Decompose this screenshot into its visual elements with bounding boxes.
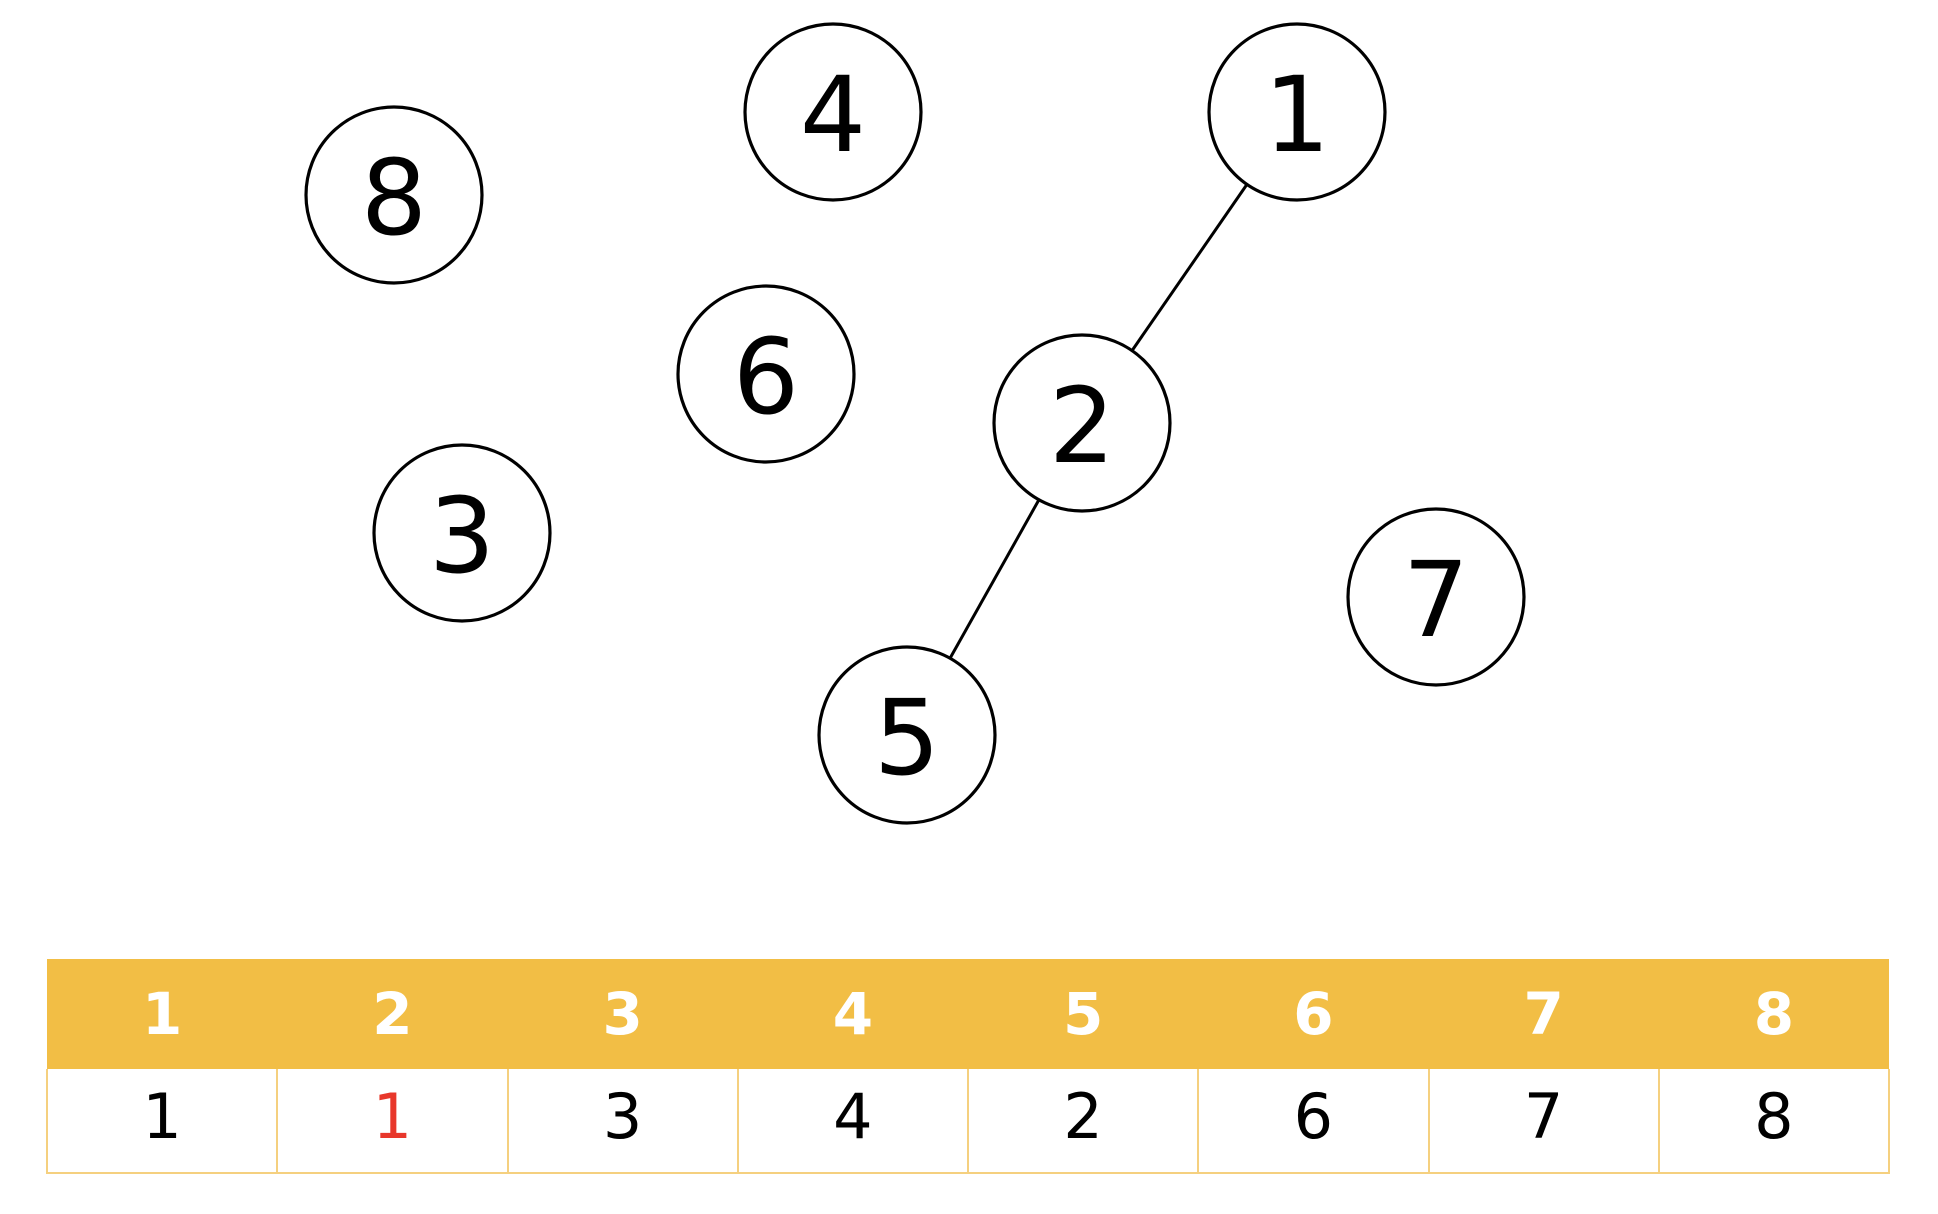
graph-node-4[interactable]: 4 <box>743 22 923 202</box>
node-label-5: 5 <box>874 677 940 799</box>
node-label-8: 8 <box>361 137 427 259</box>
node-circle-8[interactable] <box>304 105 484 285</box>
array-index-header-8: 8 <box>1658 959 1889 1069</box>
graph-svg: 1 2 3 4 5 6 7 8 <box>304 22 1526 825</box>
node-circle-1[interactable] <box>1207 22 1387 202</box>
graph-node-2[interactable]: 2 <box>992 333 1172 513</box>
array-index-header-5: 5 <box>968 959 1199 1069</box>
node-label-2: 2 <box>1049 365 1115 487</box>
array-cell-7[interactable]: 7 <box>1427 1069 1660 1174</box>
node-circle-4[interactable] <box>743 22 923 202</box>
node-circle-3[interactable] <box>372 443 552 623</box>
graph-node-1[interactable]: 1 <box>1207 22 1387 202</box>
array-cell-4[interactable]: 4 <box>736 1069 970 1174</box>
graph-node-5[interactable]: 5 <box>817 645 997 825</box>
node-circle-5[interactable] <box>817 645 997 825</box>
graph-node-6[interactable]: 6 <box>676 284 856 464</box>
graph-node-7[interactable]: 7 <box>1346 507 1526 687</box>
graph-node-3[interactable]: 3 <box>372 443 552 623</box>
graph-node-8[interactable]: 8 <box>304 105 484 285</box>
node-label-6: 6 <box>733 316 799 438</box>
node-label-3: 3 <box>429 475 495 597</box>
array-cell-8[interactable]: 8 <box>1657 1069 1891 1174</box>
node-label-1: 1 <box>1264 54 1330 176</box>
array-index-header-3: 3 <box>507 959 738 1069</box>
array-cell-6[interactable]: 6 <box>1197 1069 1430 1174</box>
array-index-header-2: 2 <box>277 959 508 1069</box>
node-circle-2[interactable] <box>992 333 1172 513</box>
graph-canvas[interactable]: 1 2 3 4 5 6 7 8 <box>0 0 1938 900</box>
node-label-7: 7 <box>1403 539 1469 661</box>
node-layer: 1 2 3 4 5 6 7 8 <box>304 22 1526 825</box>
array-cell-3[interactable]: 3 <box>506 1069 739 1174</box>
array-cell-5[interactable]: 2 <box>966 1069 1200 1174</box>
node-label-4: 4 <box>800 54 866 176</box>
array-index-header-6: 6 <box>1198 959 1429 1069</box>
array-index-header-7: 7 <box>1428 959 1659 1069</box>
edge-layer <box>948 183 1249 659</box>
array-index-header-1: 1 <box>47 959 278 1069</box>
node-circle-6[interactable] <box>676 284 856 464</box>
node-circle-7[interactable] <box>1346 507 1526 687</box>
array-cell-2-highlighted[interactable]: 1 <box>276 1069 509 1174</box>
array-index-header-4: 4 <box>737 959 968 1069</box>
graph-edge-2-5[interactable] <box>948 499 1041 659</box>
graph-edge-1-2[interactable] <box>1130 183 1249 352</box>
array-cell-1[interactable]: 1 <box>45 1069 279 1174</box>
